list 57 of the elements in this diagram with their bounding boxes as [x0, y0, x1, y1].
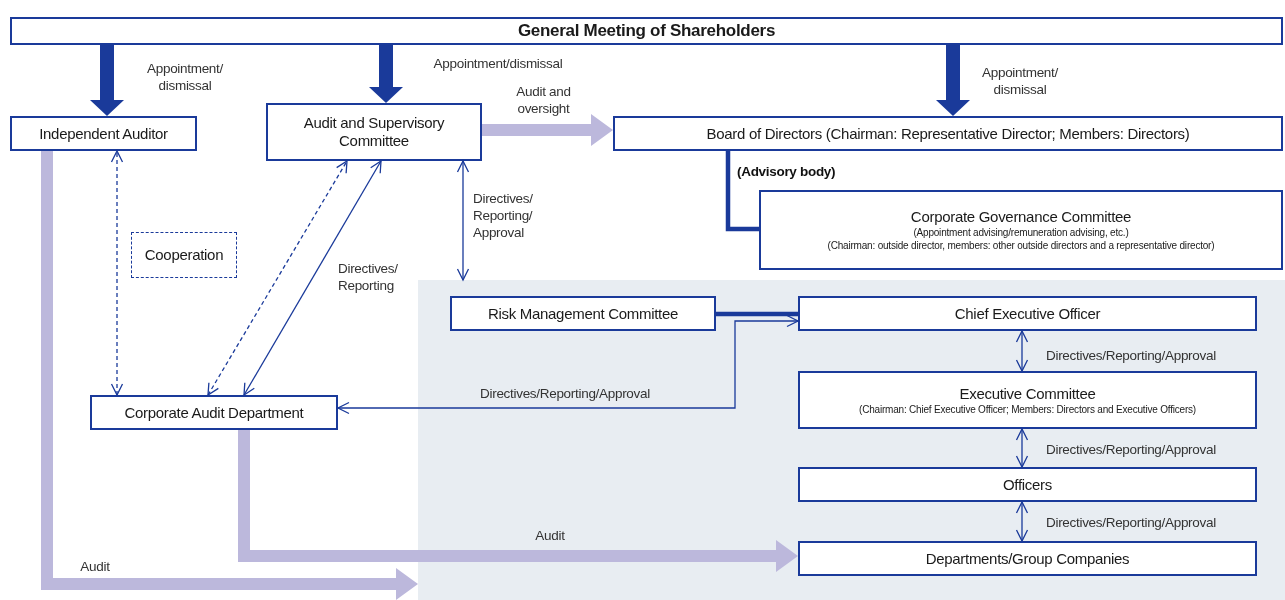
edge-label: Directives/ Reporting	[338, 260, 399, 294]
org-box	[90, 395, 338, 430]
arrow	[369, 45, 403, 103]
edge-label: Appointment/ dismissal	[981, 64, 1059, 98]
arrow	[1015, 428, 1029, 468]
edge-label: Audit	[534, 527, 566, 544]
connector-line	[716, 311, 798, 317]
edge-label: Appointment/ dismissal	[146, 60, 224, 94]
org-box	[10, 17, 1283, 45]
org-box	[613, 116, 1283, 151]
org-box	[450, 296, 716, 331]
node-title: Corporate Governance Committee	[910, 208, 1132, 226]
arrow	[90, 45, 124, 116]
org-box	[798, 371, 1257, 429]
arrow	[482, 114, 613, 146]
note-box	[131, 232, 237, 278]
edge-label: Directives/Reporting/Approval	[1046, 347, 1217, 364]
edge-label: (Advisory body)	[737, 163, 837, 180]
org-box	[759, 190, 1283, 270]
dashed-arrow	[207, 160, 348, 396]
edge-label: Directives/ Reporting/ Approval	[473, 190, 534, 241]
org-box	[798, 467, 1257, 502]
node-title: Risk Management Committee	[487, 304, 679, 323]
node-subtext: (Appointment advising/remuneration advising, etc.)	[913, 226, 1129, 239]
connector-line	[725, 151, 759, 232]
arrow	[337, 314, 799, 415]
node-title: Departments/Group Companies	[925, 549, 1130, 568]
node-title: Board of Directors (Chairman: Representative Director; Members: Directors)	[706, 124, 1190, 143]
node-subtext: (Chairman: Chief Executive Officer; Members: Directors and Executive Officers)	[859, 402, 1196, 416]
node-title: Independent Auditor	[39, 124, 168, 143]
arrow	[456, 160, 470, 281]
node-subtext: (Chairman: outside director, members: other outside directors and a representative director)	[827, 239, 1215, 252]
edge-label: Audit	[79, 558, 111, 575]
org-box	[10, 116, 197, 151]
executive-area-band	[418, 280, 1285, 600]
edge-label: Appointment/dismissal	[432, 55, 564, 72]
node-title: Audit and Supervisory Committee	[302, 114, 446, 150]
arrow	[1015, 501, 1029, 542]
edge-label: Directives/Reporting/Approval	[1046, 514, 1217, 531]
org-box	[798, 541, 1257, 576]
node-title: Executive Committee	[959, 384, 1096, 403]
node-title: Cooperation	[144, 246, 224, 264]
org-box	[266, 103, 482, 161]
arrow	[41, 151, 418, 600]
dashed-arrow	[110, 150, 124, 396]
edge-label: Directives/Reporting/Approval	[1046, 441, 1217, 458]
org-box	[798, 296, 1257, 331]
arrow	[1015, 330, 1029, 372]
node-title: Chief Executive Officer	[954, 304, 1101, 323]
edge-label: Audit and oversight	[515, 83, 572, 117]
arrow	[936, 45, 970, 116]
arrow	[243, 160, 382, 396]
arrow	[238, 430, 798, 572]
node-title: Corporate Audit Department	[124, 403, 304, 422]
node-title: General Meeting of Shareholders	[517, 22, 776, 40]
node-title: Officers	[1003, 475, 1052, 494]
edge-label: Directives/Reporting/Approval	[479, 385, 651, 402]
